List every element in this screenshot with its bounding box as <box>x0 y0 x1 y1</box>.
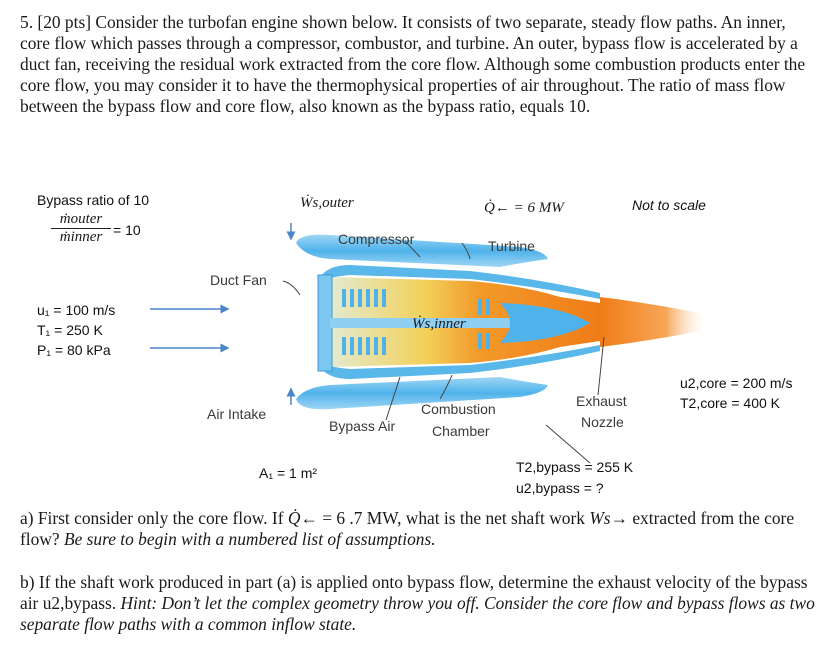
heat-input-label: Q̇← = 6 MW <box>484 200 564 216</box>
ratio-value: = 10 <box>113 222 141 238</box>
bypass-ratio-title: Bypass ratio of 10 <box>37 192 150 208</box>
part-b-hint: Hint: Don’t let the complex geometry thr… <box>20 593 815 634</box>
combustion-label: Combustion <box>421 401 496 417</box>
exhaust-label: Exhaust <box>576 393 627 409</box>
ratio-denominator: ṁinner <box>59 229 103 245</box>
bypass-air-label: Bypass Air <box>329 418 396 434</box>
bypass-ratio-fraction: ṁouter ṁinner <box>51 211 111 246</box>
part-a-q-symbol: Q̇← <box>287 508 318 528</box>
not-to-scale-label: Not to scale <box>632 197 706 213</box>
w-inner-label: Ẇs,inner <box>412 316 466 332</box>
nozzle-label: Nozzle <box>581 414 624 430</box>
core-exit-velocity: u2,core = 200 m/s <box>680 375 793 391</box>
duct-fan-label: Duct Fan <box>210 272 267 288</box>
part-a-text-2: = 6 .7 MW, what is the net shaft work <box>322 508 585 528</box>
exhaust-plume <box>600 297 710 347</box>
problem-intro: Consider the turbofan engine shown below… <box>20 12 806 116</box>
w-outer-label: Ẇs,outer <box>300 195 354 211</box>
inlet-area: A₁ = 1 m² <box>259 465 318 481</box>
turbofan-diagram <box>150 223 710 464</box>
leader-lines <box>282 240 605 464</box>
nacelle-bottom <box>296 377 548 410</box>
shaft <box>330 318 560 328</box>
inlet-pressure: P₁ = 80 kPa <box>37 342 111 358</box>
compressor-label: Compressor <box>338 231 415 247</box>
turbine-label: Turbine <box>488 238 535 254</box>
part-b-u-symbol: u2,bypass. <box>42 593 117 613</box>
duct-fan-shaft <box>317 274 333 372</box>
part-b: b) If the shaft work produced in part (a… <box>20 572 815 635</box>
part-a-w-symbol: Ws→ <box>589 508 628 528</box>
turbine-bulb <box>500 303 590 343</box>
part-a: a) First consider only the core flow. If… <box>20 508 815 550</box>
nacelle-top <box>296 234 548 267</box>
turbine-blades <box>478 299 490 349</box>
part-a-text-3: extracted from the core flow? <box>20 508 795 549</box>
part-a-instruction: Be sure to begin with a numbered list of… <box>63 529 436 549</box>
compressor-blades <box>342 289 386 355</box>
ratio-numerator: ṁouter <box>51 211 111 229</box>
problem-number: 5. <box>20 12 34 32</box>
air-intake-label: Air Intake <box>207 406 267 422</box>
part-a-text-1: a) First consider only the core flow. If <box>20 508 284 528</box>
inlet-temperature: T₁ = 250 K <box>37 322 103 338</box>
core-casing-lower <box>318 345 600 379</box>
part-b-text-1: b) If the shaft work produced in part (a… <box>20 572 808 613</box>
bypass-exit-temperature: T2,bypass = 255 K <box>516 459 634 475</box>
inlet-velocity: u₁ = 100 m/s <box>37 302 116 318</box>
problem-points: [20 pts] <box>37 12 92 32</box>
bypass-exit-velocity: u2,bypass = ? <box>516 480 604 496</box>
core-casing-upper <box>318 265 600 299</box>
chamber-label: Chamber <box>432 423 490 439</box>
core-exit-temperature: T2,core = 400 K <box>680 395 781 411</box>
problem-statement: 5. [20 pts] Consider the turbofan engine… <box>20 12 815 117</box>
